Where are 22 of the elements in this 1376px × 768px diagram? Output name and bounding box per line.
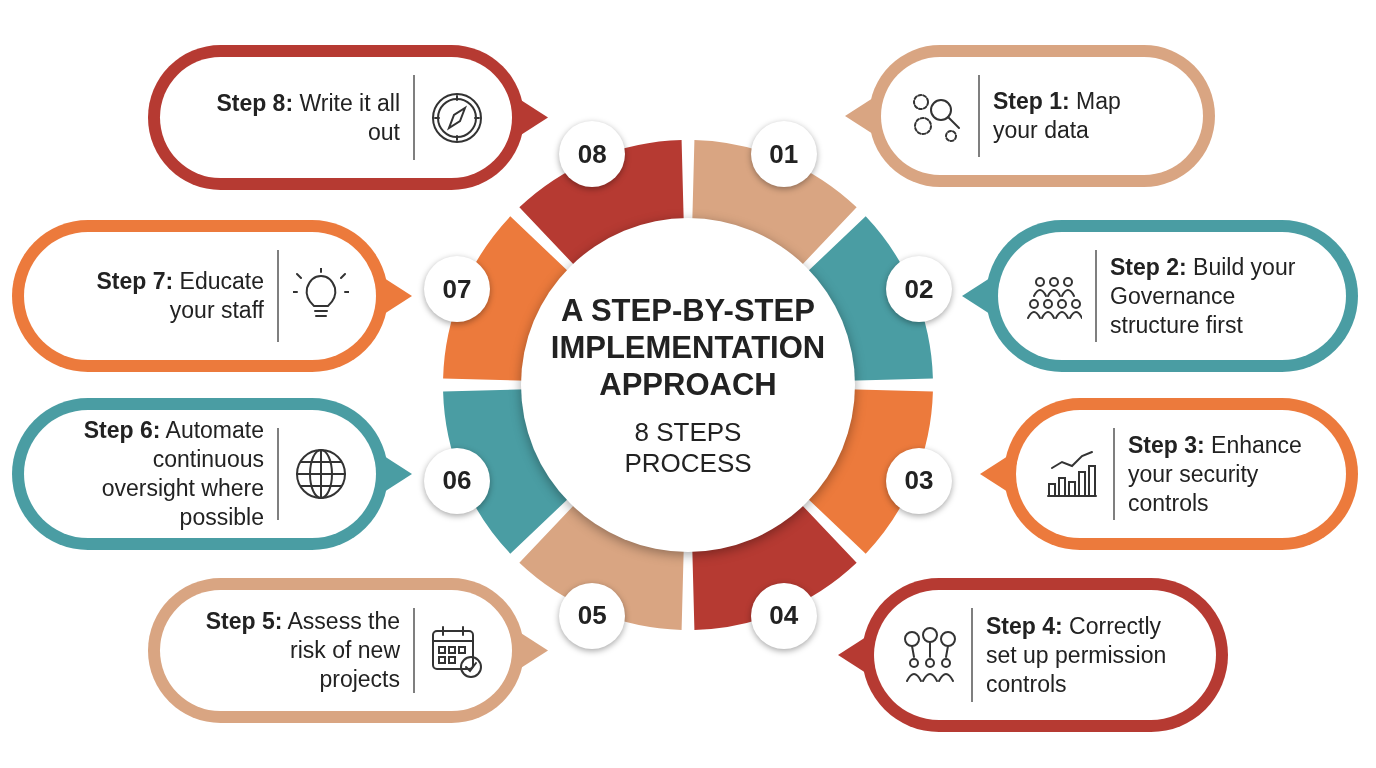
callout-bubble (148, 578, 548, 723)
callout-bubble (12, 220, 412, 372)
step-label: Step 8: Write it all out (215, 88, 400, 147)
step-label: Step 4: Correctly set up permission controls (986, 611, 1168, 699)
step-label: Step 7: Educate your staff (95, 267, 264, 325)
callout-bubble (980, 398, 1358, 550)
callout-bubble (962, 220, 1358, 372)
step-label: Step 5: Assess the risk of new projects (204, 607, 400, 694)
center-subtitle: 8 STEPS PROCESS (623, 416, 753, 479)
step-number: 01 (750, 121, 817, 187)
step-label: Step 1: Map your data (993, 87, 1122, 145)
callout-bubble (12, 398, 412, 550)
step-label: Step 6: Automate continuous oversight where possible (82, 416, 264, 532)
center-title: A STEP-BY-STEP IMPLEMENTATION APPROACH (549, 291, 827, 403)
step-label: Step 2: Build your Governance structure first (1110, 252, 1297, 340)
step-label: Step 3: Enhance your security controls (1128, 430, 1302, 518)
callout-bubble (838, 578, 1228, 732)
callout-bubble (148, 45, 548, 190)
step-number: 06 (424, 447, 490, 514)
step-number: 08 (559, 121, 626, 187)
callout-bubble (845, 45, 1215, 187)
step-number: 07 (424, 256, 490, 323)
